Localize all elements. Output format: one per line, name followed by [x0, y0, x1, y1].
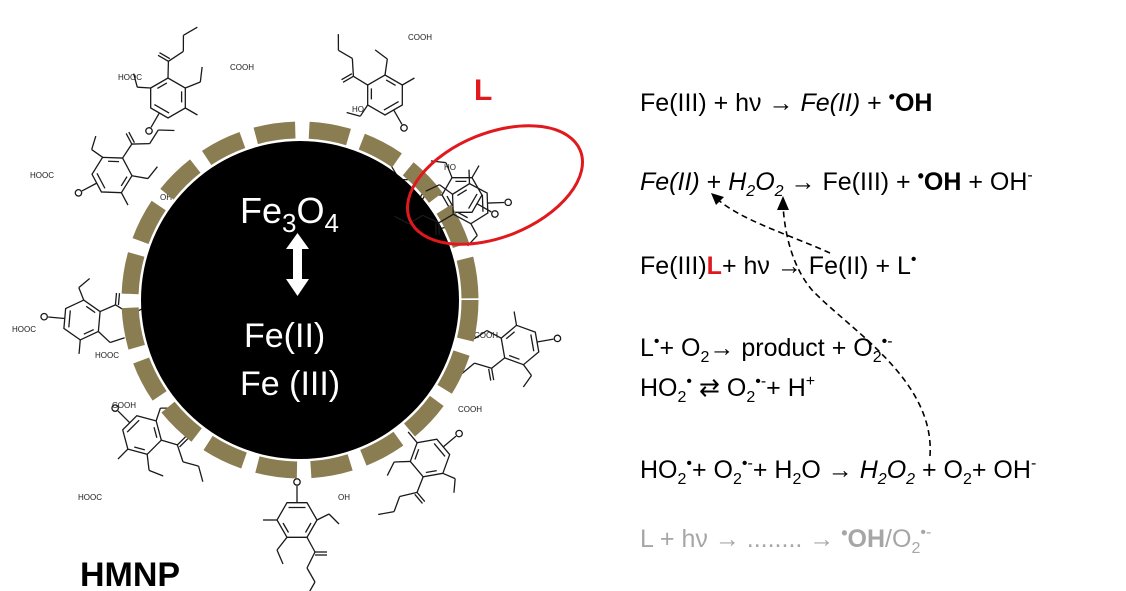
group-label: HO — [352, 105, 364, 114]
reaction-4: L•+ O2→ product + O2•- — [640, 333, 893, 366]
highlighted-ligand — [392, 124, 584, 249]
group-label: HOOC — [78, 493, 102, 502]
group-label: HO — [444, 163, 456, 172]
core-formula: Fe3O4 — [240, 190, 339, 238]
connector-fe2-arrowhead — [711, 193, 724, 205]
group-label: OH — [338, 493, 350, 502]
group-label: COOH — [474, 331, 498, 340]
ligand-label: L — [474, 74, 492, 107]
group-label: COOH — [458, 405, 482, 414]
functional-group-labels: HOOC COOH HOOC OH HOOC HOOC COOH HOOC OH… — [12, 33, 498, 502]
group-label: COOH — [408, 33, 432, 42]
group-label: OH — [160, 193, 172, 202]
core-state-fe2: Fe(II) — [244, 317, 325, 355]
ligand-molecule — [262, 478, 340, 591]
particle-core — [141, 141, 459, 459]
group-label: HOOC — [95, 351, 119, 360]
group-label: HOOC — [12, 325, 36, 334]
group-label: COOH — [230, 63, 254, 72]
ligand-molecule — [438, 303, 569, 401]
double-arrow — [286, 233, 309, 296]
reaction-7: L + hν → ........ → •OH/O2•- — [640, 523, 931, 557]
core-state-fe3: Fe (III) — [240, 365, 340, 403]
connector-h2o2-source — [782, 204, 931, 457]
group-label: HOOC — [30, 171, 54, 180]
dashed-connectors — [711, 193, 931, 457]
reaction-1: Fe(III) + hν → Fe(II) + •OH — [640, 87, 932, 117]
reaction-list: Fe(III) + hν → Fe(II) + •OH Fe(II) + H2O… — [640, 87, 1036, 557]
particle-caption: HMNP — [80, 556, 180, 591]
connector-fe2-regeneration — [715, 197, 831, 254]
shell-dashes — [121, 121, 479, 479]
reaction-5: HO2• ⇄ O2•-+ H+ — [640, 373, 815, 406]
group-label: COOH — [112, 401, 136, 410]
reaction-3: Fe(III)L+ hν → Fe(II) + L• — [640, 251, 917, 280]
reaction-6: HO2•+ O2•-+ H2O → H2O2 + O2+ OH- — [640, 455, 1036, 488]
reaction-2: Fe(II) + H2O2 → Fe(III) + •OH + OH- — [640, 166, 1033, 200]
connector-h2o2-arrowhead — [777, 196, 789, 210]
group-label: HOOC — [118, 73, 142, 82]
